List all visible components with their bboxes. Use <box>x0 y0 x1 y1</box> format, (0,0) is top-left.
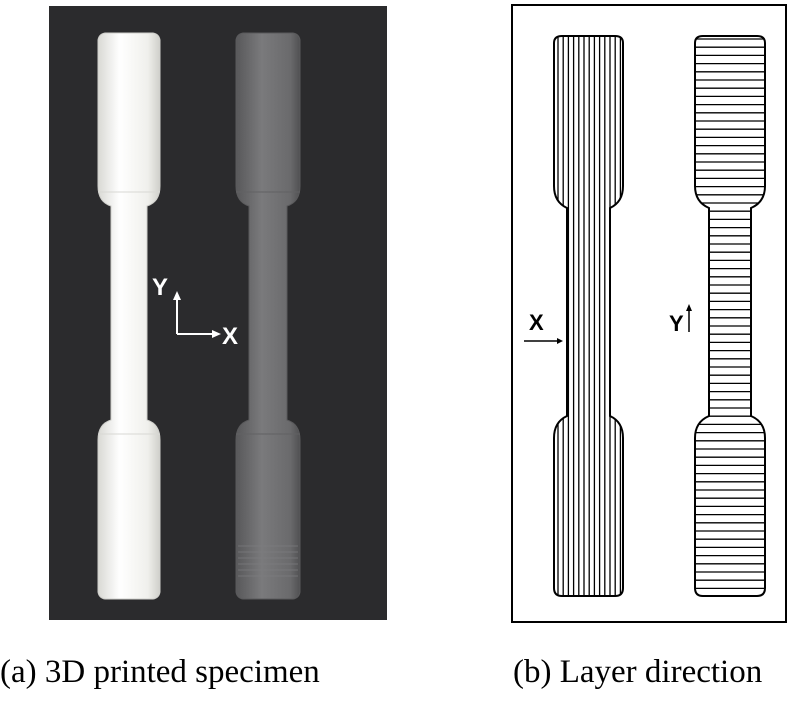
grey-specimen <box>235 32 301 600</box>
axis-indicator <box>173 291 221 338</box>
grey-specimen-texture <box>238 545 298 577</box>
layer-direction-diagram: X Y <box>511 4 787 623</box>
specimen-photo: Y X <box>49 6 387 620</box>
x-direction-label: X <box>529 310 544 335</box>
caption-b: (b) Layer direction <box>513 654 763 690</box>
axis-x-label: X <box>222 323 238 350</box>
y-direction-arrow <box>686 304 692 332</box>
axis-y-label: Y <box>152 274 168 301</box>
x-direction-arrow <box>524 338 563 344</box>
caption-a: (a) 3D printed specimen <box>0 654 320 690</box>
y-direction-label: Y <box>669 311 684 336</box>
white-specimen <box>97 32 161 600</box>
layer-direction-svg: X Y <box>524 35 766 597</box>
y-direction-specimen <box>694 35 766 597</box>
x-direction-specimen <box>553 35 624 597</box>
specimen-photo-svg: Y X <box>97 32 301 600</box>
